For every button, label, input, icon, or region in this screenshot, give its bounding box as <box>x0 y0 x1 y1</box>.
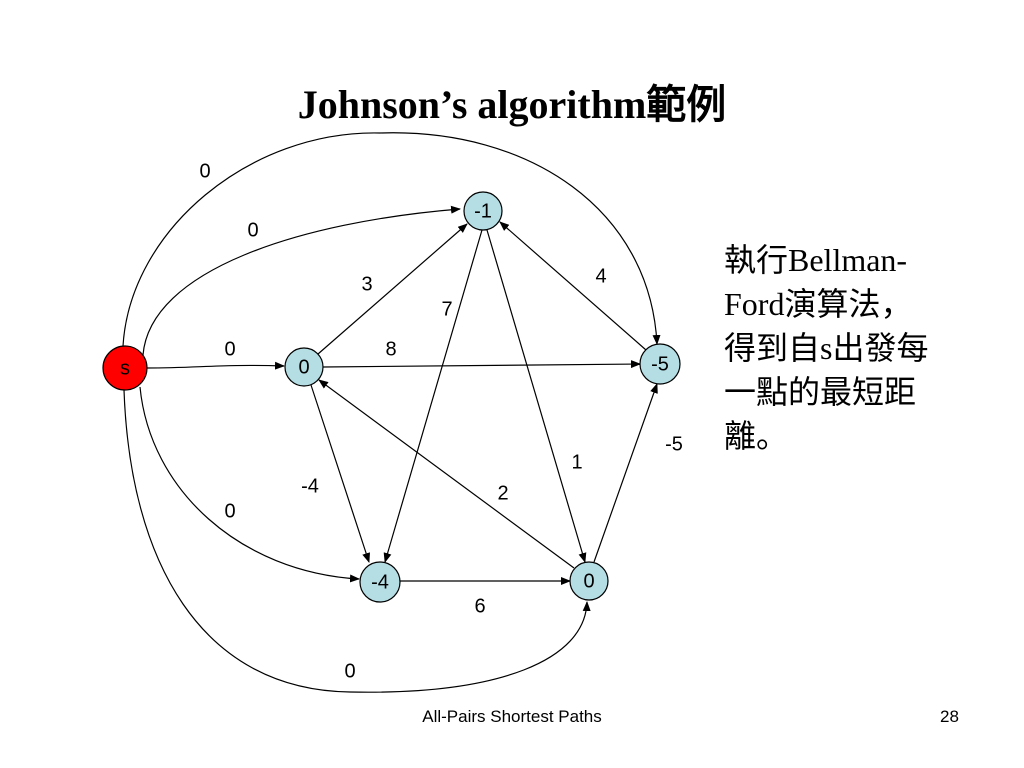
node-circle-bottom_left <box>359 561 401 603</box>
edge-weight-bottom_left-bottom_right: 6 <box>474 595 485 617</box>
note-line-4: 一點的最短距 <box>724 374 917 410</box>
edge-top-bottom_left <box>383 229 483 563</box>
node-label-left: 0 <box>298 356 309 378</box>
node-s: s <box>102 345 148 391</box>
node-label-bottom_left: -4 <box>371 571 389 593</box>
node-top: -1 <box>463 191 503 231</box>
edge-weight-left-bottom_left: -4 <box>301 475 319 497</box>
edge-left-top <box>317 223 468 355</box>
edges-layer <box>122 132 661 693</box>
node-bottom_right: 0 <box>569 561 609 601</box>
edge-weight-right-top: 4 <box>595 265 606 287</box>
edge-top-bottom_right <box>486 229 587 563</box>
edge-s-top <box>142 205 461 356</box>
edge-bottom_right-right <box>593 383 658 563</box>
node-label-bottom_right: 0 <box>583 570 594 592</box>
note-line-2: Ford演算法， <box>724 286 913 322</box>
edge-weight-bottom_right-left: 2 <box>497 482 508 504</box>
edge-right-top <box>499 221 647 351</box>
edge-bottom_right-left <box>318 379 575 569</box>
note-line-5: 離。 <box>724 418 789 454</box>
page-number: 28 <box>940 707 959 726</box>
node-circle-top <box>463 191 503 231</box>
node-circle-left <box>284 347 324 387</box>
node-label-s: s <box>120 357 130 379</box>
side-note: 執行Bellman- Ford演算法， 得到自s出發每 一點的最短距 離。 <box>724 238 994 458</box>
edge-weight-top-bottom_left: 7 <box>441 298 452 320</box>
edge-weight-left-top: 3 <box>361 273 372 295</box>
edge-s-bottom_right <box>123 389 591 693</box>
edge-s-right <box>122 132 661 347</box>
note-line-3: 得到自s出發每 <box>724 330 929 366</box>
slide-title: Johnson’s algorithm範例 <box>297 82 727 127</box>
edge-weight-s-top: 0 <box>247 219 258 241</box>
edge-s-left <box>146 361 285 370</box>
edge-left-right <box>322 360 641 369</box>
edge-left-bottom_left <box>310 384 370 563</box>
node-right: -5 <box>639 343 681 385</box>
node-circle-s <box>102 345 148 391</box>
node-label-top: -1 <box>474 200 492 222</box>
edge-weight-s-left: 0 <box>224 338 235 360</box>
nodes-layer: s -1 0 -5 -4 0 <box>102 191 681 603</box>
edge-labels-layer: 0 0 0 0 0 3 8 -4 7 1 4 -5 2 6 <box>199 160 682 682</box>
node-circle-bottom_right <box>569 561 609 601</box>
edge-weight-bottom_right-right: -5 <box>665 433 683 455</box>
note-line-1: 執行Bellman- <box>724 242 908 278</box>
edge-weight-top-bottom_right: 1 <box>571 451 582 473</box>
footer-text: All-Pairs Shortest Paths <box>422 707 602 726</box>
edge-weight-s-right: 0 <box>199 160 210 182</box>
edge-weight-s-bottom_left: 0 <box>224 500 235 522</box>
edge-s-bottom_left <box>139 386 360 583</box>
node-circle-right <box>639 343 681 385</box>
edge-weight-left-right: 8 <box>385 338 396 360</box>
edge-weight-s-bottom_right: 0 <box>344 660 355 682</box>
node-bottom_left: -4 <box>359 561 401 603</box>
node-left: 0 <box>284 347 324 387</box>
node-label-right: -5 <box>651 353 669 375</box>
